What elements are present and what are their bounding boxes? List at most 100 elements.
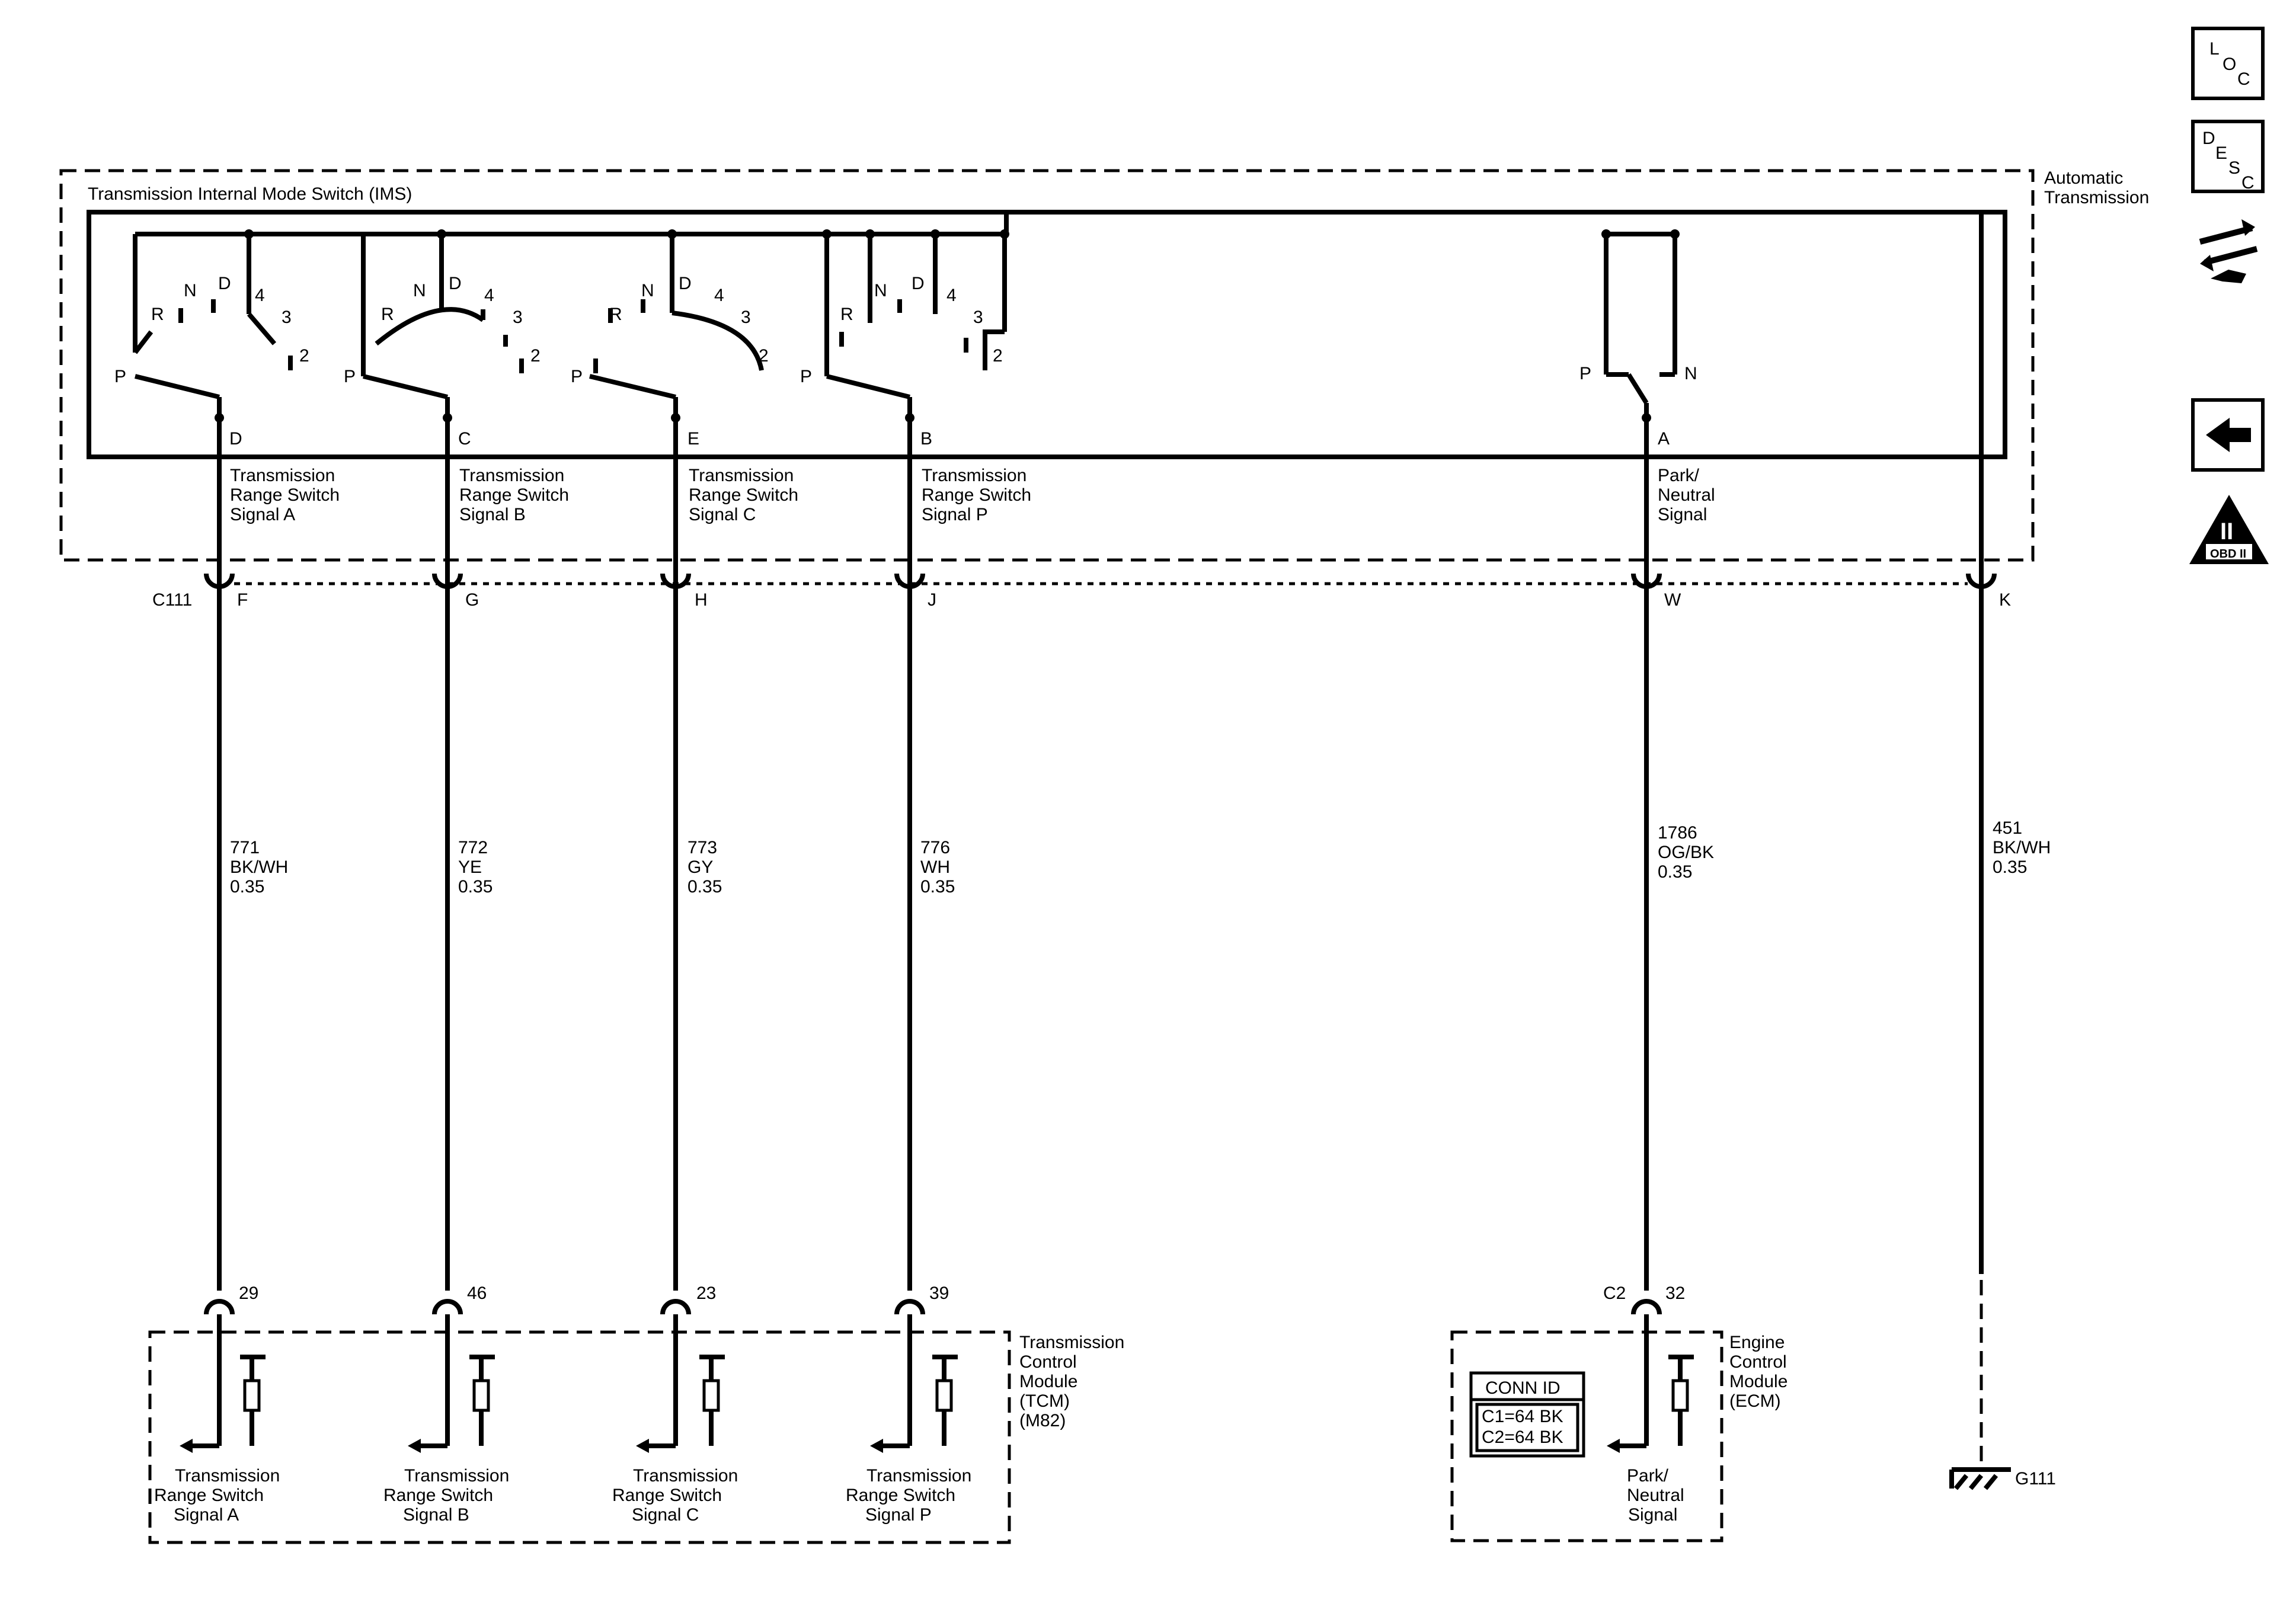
c111-label: C111 xyxy=(152,590,192,610)
svg-text:Signal C: Signal C xyxy=(689,505,756,524)
svg-text:L: L xyxy=(2209,39,2220,59)
obd-ii-icon[interactable]: II OBD II xyxy=(2189,495,2269,564)
svg-text:Neutral: Neutral xyxy=(1627,1486,1684,1505)
svg-text:D: D xyxy=(2202,129,2215,148)
svg-text:Range Switch: Range Switch xyxy=(612,1486,722,1505)
svg-text:(TCM): (TCM) xyxy=(1019,1391,1070,1411)
pos-p-label: P xyxy=(114,367,126,386)
svg-text:Signal P: Signal P xyxy=(865,1505,932,1525)
svg-text:Transmission: Transmission xyxy=(459,466,564,485)
tcm-input-a xyxy=(180,1314,266,1453)
svg-text:Control: Control xyxy=(1019,1352,1077,1372)
svg-text:P: P xyxy=(344,367,356,386)
svg-text:R: R xyxy=(381,305,394,324)
svg-text:OBD II: OBD II xyxy=(2210,548,2246,561)
range-switch-p: P R N D 4 3 2 xyxy=(800,234,1007,422)
tcm-input-p xyxy=(870,1314,958,1453)
svg-text:Engine: Engine xyxy=(1729,1333,1785,1352)
svg-text:0.35: 0.35 xyxy=(687,877,722,897)
svg-text:BK/WH: BK/WH xyxy=(1993,838,2051,857)
svg-text:0.35: 0.35 xyxy=(230,877,264,897)
svg-text:Transmission: Transmission xyxy=(1019,1333,1124,1352)
signal-a-label: Transmission Range Switch Signal A xyxy=(230,466,340,524)
c111-pin-label: J xyxy=(928,590,936,610)
svg-text:0.35: 0.35 xyxy=(1658,862,1692,882)
c111-pin-label: G xyxy=(465,590,479,610)
svg-text:Transmission: Transmission xyxy=(922,466,1027,485)
svg-text:GY: GY xyxy=(687,857,713,877)
ground-g111-symbol xyxy=(1949,1467,2011,1490)
svg-text:Transmission: Transmission xyxy=(689,466,794,485)
repair-icon[interactable] xyxy=(2199,219,2258,283)
ims-pin-label: B xyxy=(920,429,932,449)
svg-text:Signal P: Signal P xyxy=(922,505,988,524)
svg-text:Signal C: Signal C xyxy=(632,1505,699,1525)
ims-pin-label: A xyxy=(1658,429,1670,449)
back-arrow-icon[interactable] xyxy=(2191,398,2265,472)
tcm-signal-p-label: Transmission Range Switch Signal P xyxy=(846,1466,971,1525)
svg-text:N: N xyxy=(413,281,426,300)
park-neutral-label: Park/ Neutral Signal xyxy=(1658,466,1715,524)
tcm-signal-a-label: Transmission Range Switch Signal A xyxy=(154,1466,280,1525)
pos-4-label: 4 xyxy=(255,286,265,305)
tcm-pin-label: 23 xyxy=(696,1283,716,1303)
automatic-transmission-label: Automatic xyxy=(2044,168,2123,188)
svg-text:Transmission: Transmission xyxy=(404,1466,509,1486)
svg-text:N: N xyxy=(874,281,887,300)
loc-icon[interactable]: L O C xyxy=(2191,27,2265,100)
svg-text:4: 4 xyxy=(484,286,494,305)
svg-text:WH: WH xyxy=(920,857,950,877)
svg-text:Transmission: Transmission xyxy=(633,1466,738,1486)
wire-773-info: 773 GY 0.35 xyxy=(687,838,722,897)
range-switch-c: P R N D 4 3 2 xyxy=(571,234,769,422)
automatic-transmission-label-2: Transmission xyxy=(2044,188,2149,207)
desc-icon[interactable]: D E S C xyxy=(2191,120,2265,193)
svg-text:OG/BK: OG/BK xyxy=(1658,843,1714,862)
svg-text:Signal B: Signal B xyxy=(403,1505,469,1525)
svg-text:Signal B: Signal B xyxy=(459,505,526,524)
pos-3-label: 3 xyxy=(282,308,292,327)
svg-text:Neutral: Neutral xyxy=(1658,485,1715,505)
svg-text:S: S xyxy=(2228,158,2240,178)
svg-text:O: O xyxy=(2223,55,2236,74)
ims-enclosure xyxy=(87,210,2007,459)
ecm-signal-label: Park/ Neutral Signal xyxy=(1627,1466,1684,1525)
svg-text:Module: Module xyxy=(1729,1372,1787,1391)
tcm-input-c xyxy=(636,1314,725,1453)
svg-text:Range Switch: Range Switch xyxy=(230,485,340,505)
svg-text:Transmission: Transmission xyxy=(866,1466,971,1486)
svg-text:776: 776 xyxy=(920,838,950,857)
tcm-signal-b-label: Transmission Range Switch Signal B xyxy=(383,1466,509,1525)
pos-n-label: N xyxy=(184,281,197,300)
pos-r-label: R xyxy=(151,305,164,324)
ecm-input xyxy=(1607,1314,1694,1453)
pos-2-label: 2 xyxy=(299,346,309,366)
c111-pin-label: W xyxy=(1664,590,1681,610)
svg-text:Signal A: Signal A xyxy=(230,505,295,524)
svg-text:1786: 1786 xyxy=(1658,823,1697,843)
svg-text:Signal A: Signal A xyxy=(174,1505,239,1525)
signal-p-label: Transmission Range Switch Signal P xyxy=(922,466,1031,524)
svg-text:D: D xyxy=(449,274,462,293)
range-switch-a: P R N D 4 3 2 xyxy=(114,234,309,422)
ecm-connector-label: C2 xyxy=(1603,1283,1626,1303)
svg-text:Range Switch: Range Switch xyxy=(459,485,569,505)
wire-776-info: 776 WH 0.35 xyxy=(920,838,955,897)
svg-text:3: 3 xyxy=(513,308,523,327)
ims-pin-label: C xyxy=(458,429,471,449)
svg-text:Park/: Park/ xyxy=(1658,466,1700,485)
svg-text:Signal: Signal xyxy=(1628,1505,1677,1525)
pos-d-label: D xyxy=(218,274,231,293)
svg-text:Range Switch: Range Switch xyxy=(154,1486,264,1505)
svg-text:3: 3 xyxy=(973,308,983,327)
automatic-transmission-enclosure xyxy=(59,169,2035,562)
svg-text:(ECM): (ECM) xyxy=(1729,1391,1781,1411)
tcm-input-b xyxy=(408,1314,495,1453)
svg-text:Transmission: Transmission xyxy=(175,1466,280,1486)
svg-text:BK/WH: BK/WH xyxy=(230,857,288,877)
svg-text:E: E xyxy=(2215,143,2227,163)
c111-pin-label: F xyxy=(237,590,248,610)
svg-text:Park/: Park/ xyxy=(1627,1466,1669,1486)
svg-text:0.35: 0.35 xyxy=(920,877,955,897)
